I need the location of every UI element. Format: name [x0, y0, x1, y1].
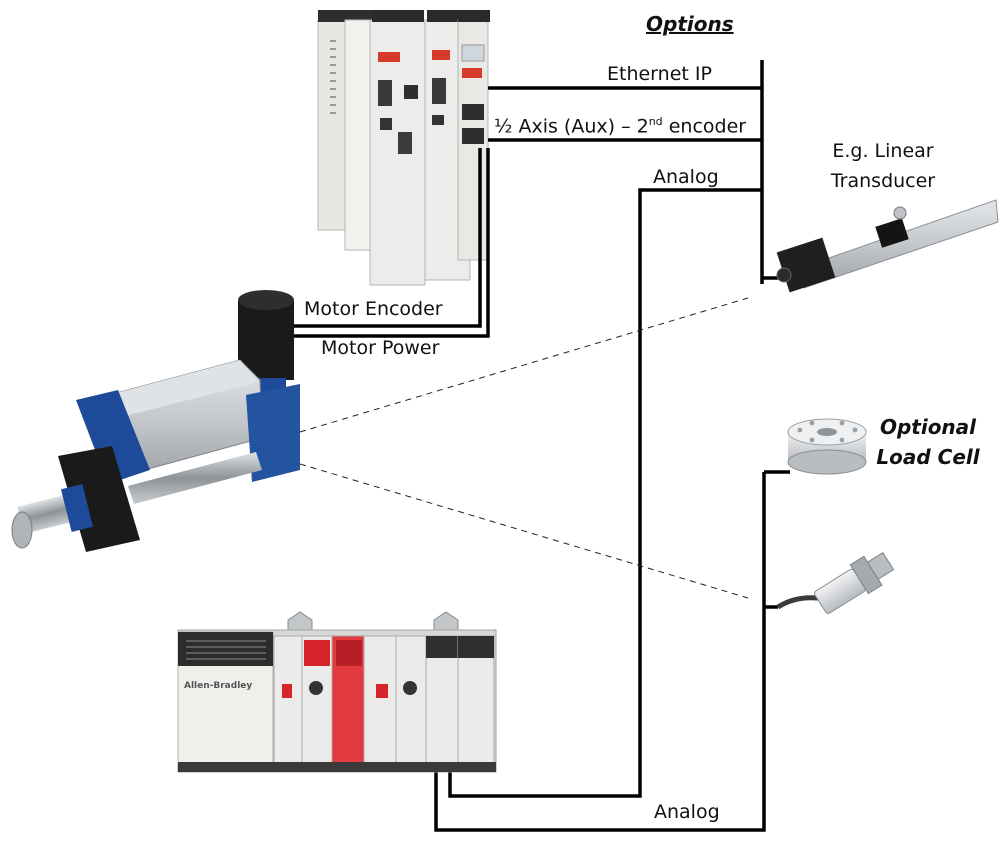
load-cell-label-line2: Load Cell	[876, 445, 980, 469]
motor-power-line	[292, 148, 490, 338]
analog-bottom-label: Analog	[654, 801, 720, 823]
load-cell	[787, 418, 867, 475]
analog-bottom-line	[434, 472, 766, 832]
wiring	[292, 60, 790, 832]
aux-encoder-label-tail: encoder	[662, 115, 747, 138]
analog-top-line	[448, 188, 762, 798]
servo-drive-rack	[317, 10, 490, 286]
electric-actuator	[11, 290, 300, 552]
analog-top-label: Analog	[653, 166, 719, 188]
motor-encoder-line	[292, 148, 482, 328]
linear-transducer	[776, 199, 999, 293]
load-cell-label: Optional Load Cell	[868, 412, 988, 472]
options-heading: Options	[646, 12, 734, 36]
aux-encoder-label-sup: nd	[648, 115, 663, 128]
aux-encoder-label: ½ Axis (Aux) – 2nd encoder	[494, 115, 746, 137]
linear-transducer-label: E.g. Linear Transducer	[818, 136, 948, 196]
plc-rack: Allen-Bradley	[177, 611, 497, 773]
motor-encoder-label: Motor Encoder	[304, 298, 443, 320]
motor-power-label: Motor Power	[321, 337, 440, 359]
linear-transducer-label-line2: Transducer	[830, 170, 936, 192]
ethernet-ip-label: Ethernet IP	[607, 63, 712, 85]
leader-lines	[299, 297, 749, 599]
aux-encoder-label-main: ½ Axis (Aux) – 2	[494, 115, 649, 138]
plc-brand-text: Allen-Bradley	[184, 681, 252, 691]
load-cell-label-line1: Optional	[879, 415, 977, 439]
linear-transducer-label-line1: E.g. Linear	[832, 140, 934, 162]
pressure-sensor	[776, 551, 895, 614]
